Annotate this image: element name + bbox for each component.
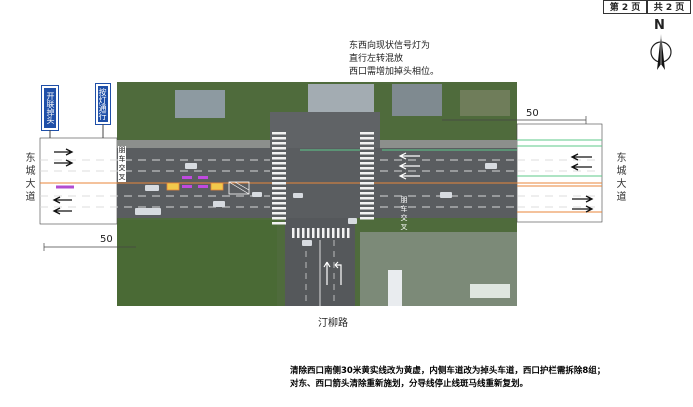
vehicles — [135, 163, 497, 246]
annotation-line-1: 东西向现状信号灯为 — [349, 41, 431, 51]
north-arrow-icon: N — [648, 18, 674, 78]
road-marking-east: 朋车交叉 — [400, 196, 408, 232]
bottom-note-line-1: 清除西口南侧30米黄实线改为黄虚，内侧车道改为掉头车道，西口护栏需拆除8组； — [290, 366, 606, 376]
south-arrow-left-icon — [334, 261, 342, 285]
west-schematic — [39, 137, 118, 225]
dimension-east: 50 — [526, 108, 539, 119]
bottom-note: 清除西口南侧30米黄实线改为黄虚，内侧车道改为掉头车道，西口护栏需拆除8组； 对… — [290, 365, 605, 391]
road-label-south: 汀柳路 — [318, 318, 348, 329]
crosswalk-west — [272, 132, 286, 225]
page-total: 共 2 页 — [647, 0, 691, 14]
dimension-west: 50 — [100, 234, 113, 245]
bottom-note-line-2: 对东、西口箭头清除重新施划，分导线停止线斑马线重新复划。 — [290, 379, 529, 389]
annotation-line-3: 西口需增加掉头相位。 — [349, 67, 440, 77]
north-letter: N — [654, 18, 665, 33]
crosswalk-east — [360, 132, 374, 220]
road-label-west: 东城大道 — [23, 152, 34, 204]
trees-bottom-left — [117, 220, 277, 306]
page-current: 第 2 页 — [603, 0, 647, 14]
crosswalk-south — [292, 228, 350, 238]
u-turn-sign: 开联掉头 — [41, 85, 59, 131]
building-top-left — [175, 90, 225, 118]
building-bottom-right — [388, 270, 402, 306]
signal-annotation: 东西向现状信号灯为 直行左转混放 西口需增加掉头相位。 — [349, 40, 439, 79]
annotation-line-2: 直行左转混放 — [349, 54, 404, 64]
east-aerial-arrows — [398, 152, 420, 180]
west-aerial-arrows — [182, 176, 208, 188]
west-lane-arrows — [52, 148, 74, 215]
building-top-right — [392, 84, 442, 116]
road-marking-west: 朋车交叉 — [118, 146, 126, 182]
signal-follow-sign: 按灯通行 — [95, 83, 111, 125]
east-lane-arrows — [570, 153, 594, 213]
trees-top-right — [460, 90, 510, 116]
building-top-center — [308, 84, 374, 114]
bus-bottom-right — [470, 284, 510, 298]
road-label-east: 东城大道 — [614, 152, 625, 204]
south-arrow-straight-icon — [323, 261, 331, 285]
